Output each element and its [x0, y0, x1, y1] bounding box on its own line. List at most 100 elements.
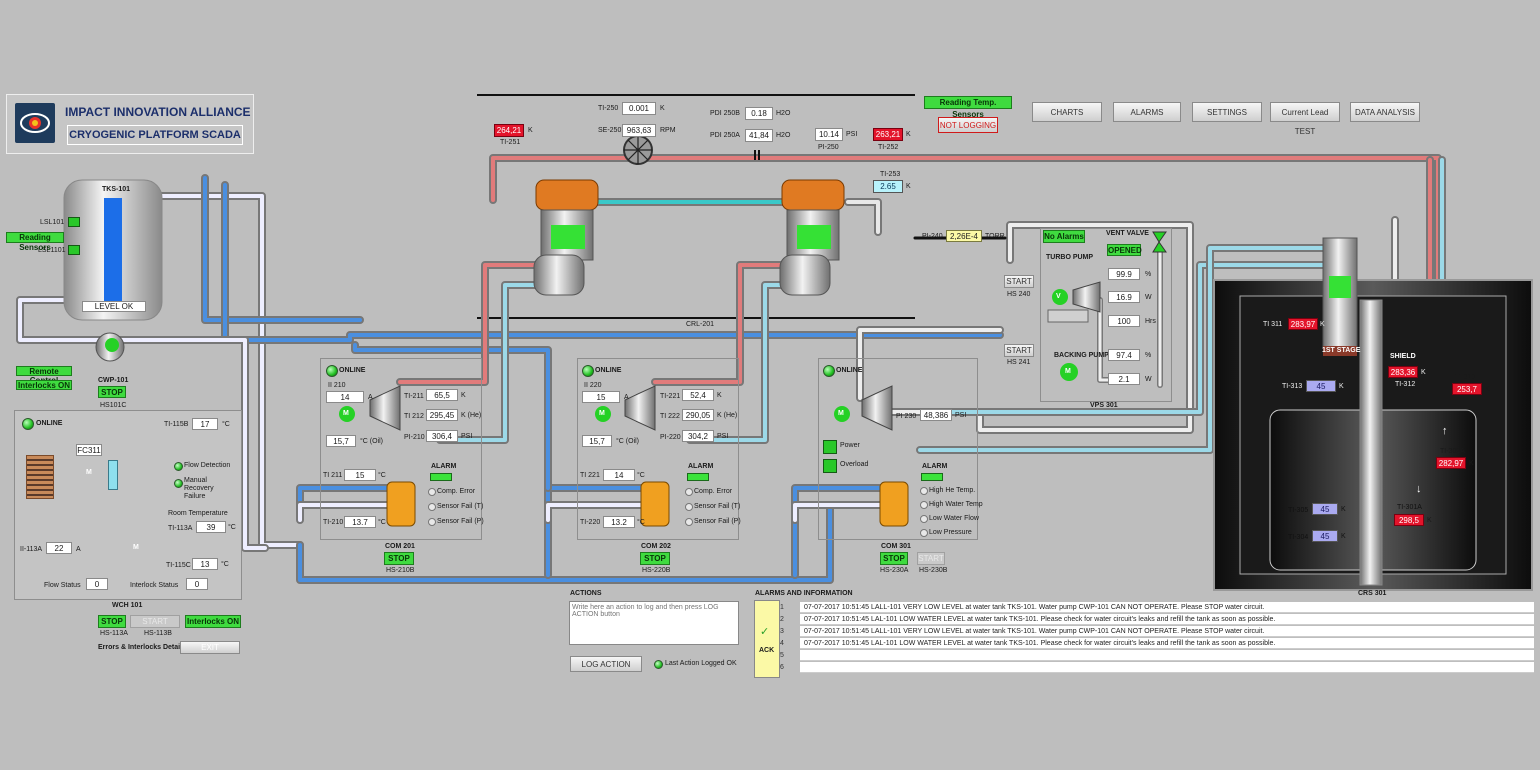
com301-a3-radio — [920, 515, 928, 523]
com202-t1-unit: °C — [637, 472, 645, 479]
com202-ti212-unit: K (He) — [717, 412, 738, 419]
alarm-row[interactable] — [800, 662, 1534, 673]
com201-amp-unit: A — [368, 394, 373, 401]
com202-ti-unit: K — [717, 392, 722, 399]
vps-v5-unit: W — [1145, 376, 1152, 383]
com202-stop-button[interactable]: STOP — [640, 552, 670, 565]
vps-v2-unit: W — [1145, 294, 1152, 301]
alarm-row[interactable]: 07-07-2017 10:51:45 LAL-101 LOW WATER LE… — [800, 614, 1534, 625]
pdi250a-unit: H2O — [776, 132, 791, 139]
brand-subtitle: CRYOGENIC PLATFORM SCADA — [67, 125, 243, 145]
vps-v3-value: 100 — [1108, 315, 1140, 327]
data-analysis-button[interactable]: DATA ANALYSIS — [1350, 102, 1420, 122]
pi240-value: 2,26E-4 — [946, 230, 982, 242]
com301-online-led — [823, 365, 835, 377]
pi250-value: 10.14 — [815, 128, 843, 141]
com301-start-button[interactable]: START — [917, 552, 945, 565]
com201-ti212-unit: K (He) — [461, 412, 482, 419]
com202-t1-value: 14 — [603, 469, 635, 481]
settings-button[interactable]: SETTINGS — [1192, 102, 1262, 122]
down-arrow-icon: ↓ — [1416, 483, 1422, 495]
ti251-tag: TI-251 — [500, 139, 521, 146]
alarms-button[interactable]: ALARMS — [1113, 102, 1181, 122]
com201-comp-error-radio — [428, 488, 436, 496]
wch-start-button[interactable]: START — [130, 615, 180, 628]
se250-unit: RPM — [660, 127, 676, 134]
alarm-row[interactable]: 07-07-2017 10:51:45 LAL-101 LOW WATER LE… — [800, 638, 1534, 649]
ti310-value: 253,7 — [1452, 383, 1482, 395]
current-lead-test-button[interactable]: Current Lead TEST — [1270, 102, 1340, 136]
com301-name: COM 301 — [881, 543, 911, 550]
pi240-tag: PI-240 — [922, 233, 943, 240]
ti252-value: 263,21 — [873, 128, 903, 141]
com301-panel — [818, 358, 978, 540]
com301-online-label: ONLINE — [836, 367, 863, 374]
com202-ii-value: 15 — [582, 391, 620, 403]
com201-panel — [320, 358, 482, 540]
alarm-row[interactable]: 07-07-2017 10:51:45 LALL-101 VERY LOW LE… — [800, 626, 1534, 637]
pump-stop-button[interactable]: STOP — [98, 386, 126, 398]
not-logging-button[interactable]: NOT LOGGING — [938, 117, 998, 133]
alarm-row[interactable]: 07-07-2017 10:51:45 LALL-101 VERY LOW LE… — [800, 602, 1534, 613]
log-action-button[interactable]: LOG ACTION — [570, 656, 642, 672]
com201-alarm-label: ALARM — [431, 463, 457, 470]
action-input[interactable] — [569, 601, 739, 645]
com201-name: COM 201 — [385, 543, 415, 550]
com202-online-led — [582, 365, 594, 377]
exit-button[interactable]: EXIT — [180, 641, 240, 654]
ti113a-tag: TI-113A — [168, 525, 193, 532]
alarm-row[interactable] — [800, 650, 1534, 661]
wch-flowmeter-icon — [108, 460, 118, 490]
vent-opened-indicator: OPENED — [1107, 244, 1142, 256]
ti113a-unit: °C — [228, 524, 236, 531]
ti313-unit: K — [1339, 383, 1344, 390]
com301-power-label: Power — [840, 442, 860, 449]
com201-pi-tag: PI-210 — [404, 434, 425, 441]
com301-stop-button[interactable]: STOP — [880, 552, 908, 565]
ti115c-unit: °C — [221, 561, 229, 568]
wch-interlocks-button[interactable]: Interlocks ON — [185, 615, 241, 628]
ti310-unit: K — [1485, 386, 1490, 393]
vps-v4-unit: % — [1145, 352, 1152, 359]
ti313-tag: TI-313 — [1282, 383, 1303, 390]
ti304-value: 45 — [1312, 530, 1338, 542]
com202-panel — [577, 358, 739, 540]
ii113a-tag: II-113A — [20, 546, 43, 553]
alarm-row-number: 2 — [780, 616, 784, 623]
ti253-unit: K — [906, 183, 911, 190]
hs113a-tag: HS-113A — [100, 630, 128, 637]
com202-ti212-tag: TI 222 — [660, 413, 680, 420]
vps-v5-value: 2.1 — [1108, 373, 1140, 385]
reading-sensors-indicator: Reading Sensors — [6, 232, 64, 252]
com201-ti212-tag: TI 212 — [404, 413, 424, 420]
ti305-value: 45 — [1312, 503, 1338, 515]
interlock-status-label: Interlock Status — [130, 582, 179, 589]
pump-name: CWP-101 — [98, 377, 129, 384]
tank-interlocks-indicator: Interlocks ON — [16, 380, 72, 390]
ti252-unit: K — [906, 131, 911, 138]
wch101-panel — [14, 410, 242, 600]
alarm-row-number: 6 — [780, 664, 784, 671]
remote-control-indicator: Remote Control — [16, 366, 72, 385]
com201-oil-value: 15,7 — [326, 435, 356, 447]
ti311-unit: K — [1320, 321, 1325, 328]
shield-label: SHIELD — [1390, 353, 1416, 360]
com202-name: COM 202 — [641, 543, 671, 550]
wch-name: WCH 101 — [112, 602, 143, 609]
turbo-start-button[interactable]: START — [1004, 275, 1034, 288]
ti115c-value: 13 — [192, 558, 218, 570]
backing-start-button[interactable]: START — [1004, 344, 1034, 357]
check-icon: ✓ — [760, 626, 770, 638]
wch-stop-button[interactable]: STOP — [98, 615, 126, 628]
pi250-tag: PI-250 — [818, 144, 839, 151]
hs241-tag: HS 241 — [1007, 359, 1031, 366]
ack-button[interactable]: ✓ ACK — [754, 600, 780, 678]
com201-online-led — [326, 365, 338, 377]
com201-stop-button[interactable]: STOP — [384, 552, 414, 565]
wch-motor-icon: M — [86, 469, 92, 476]
turbo-motor-icon: V — [1056, 293, 1061, 300]
charts-button[interactable]: CHARTS — [1032, 102, 1102, 122]
com301-a4-label: Low Pressure — [929, 529, 972, 536]
ti312-value: 283,36 — [1388, 366, 1418, 378]
flow-status-label: Flow Status — [44, 582, 81, 589]
